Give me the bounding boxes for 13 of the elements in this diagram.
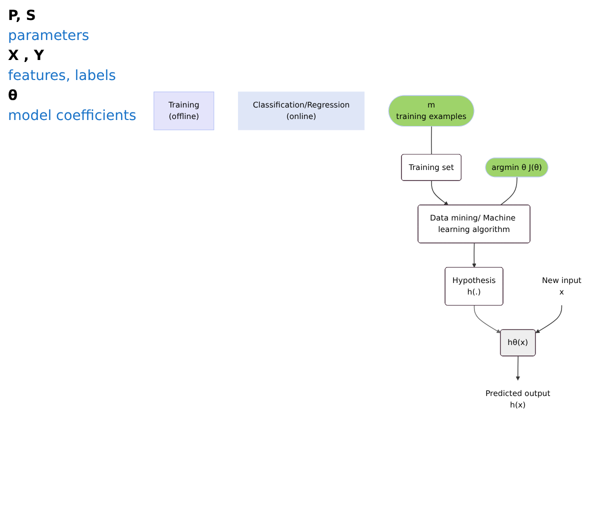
annotation-text: X , Y (8, 48, 45, 64)
annotation-text: parameters (8, 28, 90, 44)
arrow (472, 243, 476, 268)
annotation-text: features, labels (8, 68, 117, 84)
arrow (474, 306, 501, 334)
connector (431, 126, 432, 156)
arrow (535, 305, 562, 334)
annotation-text: model coefficients (8, 108, 138, 124)
arrow (431, 180, 448, 206)
connector (500, 177, 518, 206)
annotation-text: P, S (8, 8, 37, 24)
annotation-text: θ (8, 88, 19, 104)
arrow (516, 356, 520, 381)
